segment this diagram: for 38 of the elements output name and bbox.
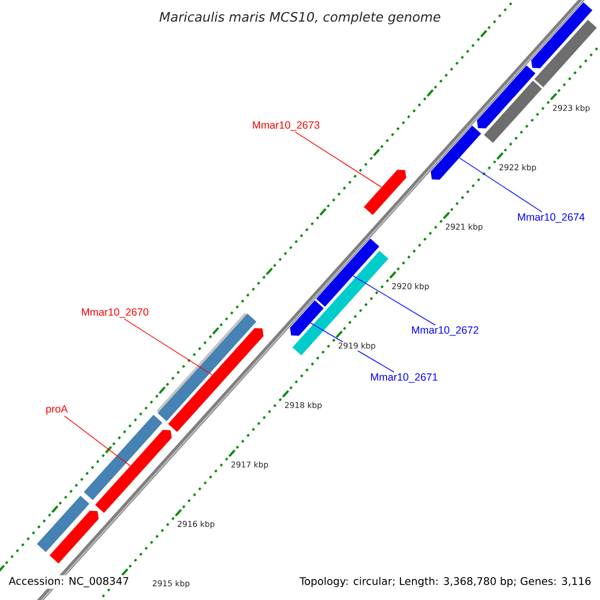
tick-label: 2919 kbp bbox=[337, 342, 376, 351]
tick-label: 2922 kbp bbox=[498, 164, 538, 172]
tick-label: 2916 kbp bbox=[176, 520, 216, 530]
gene-feature bbox=[484, 80, 542, 143]
gene-feature bbox=[36, 496, 90, 552]
leader-line bbox=[352, 275, 436, 326]
gene-feature bbox=[84, 414, 162, 500]
gene-label: proA bbox=[46, 405, 68, 415]
gene-label: Mmar10_2674 bbox=[518, 213, 585, 223]
gene-feature bbox=[168, 328, 264, 432]
gene-feature bbox=[534, 20, 597, 88]
gene-feature bbox=[531, 2, 592, 68]
tick-label: 2918 kbp bbox=[284, 401, 323, 410]
leader-line bbox=[459, 158, 542, 212]
gene-label: Mmar10_2671 bbox=[371, 373, 438, 383]
gene-feature bbox=[158, 314, 256, 422]
gene-feature bbox=[476, 65, 536, 128]
tick-label: 2917 kbp bbox=[230, 460, 270, 470]
title: Maricaulis maris MCS10, complete genome bbox=[160, 12, 440, 24]
tick-label: 2921 kbp bbox=[444, 222, 484, 232]
gene-feature bbox=[50, 510, 99, 564]
gene-feature bbox=[430, 126, 482, 180]
gene-feature bbox=[292, 250, 388, 356]
gene-label: Mmar10_2670 bbox=[82, 308, 148, 318]
tick-label: 2920 kbp bbox=[391, 282, 430, 292]
leader-line bbox=[294, 132, 382, 188]
gene-label: Mmar10_2673 bbox=[252, 121, 320, 131]
gene-feature bbox=[95, 430, 172, 513]
footer-text: Topology: circular; Length: 3,368,780 bp; Genes: 3,116 bbox=[298, 575, 593, 589]
tick-label: 2915 kbp bbox=[152, 580, 190, 588]
leader-line bbox=[64, 416, 131, 466]
gene-feature bbox=[290, 300, 324, 336]
gene-label: Mmar10_2672 bbox=[412, 326, 478, 336]
tick-label: 2923 kbp bbox=[552, 104, 591, 114]
gene-feature bbox=[364, 170, 406, 215]
gene-feature bbox=[316, 238, 380, 307]
footer-text: Accession: NC_008347 bbox=[7, 575, 131, 589]
leader-line bbox=[124, 318, 213, 376]
